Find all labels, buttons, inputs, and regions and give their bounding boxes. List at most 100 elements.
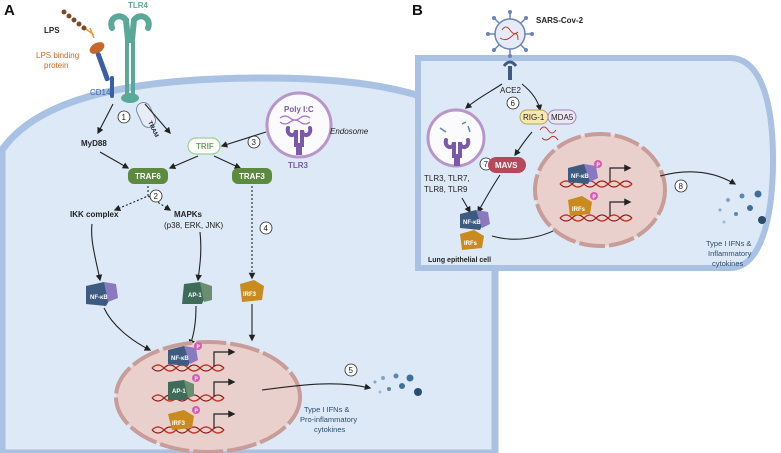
endosome-label: Endosome	[330, 127, 369, 136]
nfkb-cyto-label: NF-κB	[90, 295, 108, 301]
output-a-line-2: Pro-inflammatory	[300, 415, 357, 424]
step-4-label: 4	[264, 224, 269, 233]
phospho-icon	[192, 406, 200, 414]
ikk-complex-label: IKK complex	[70, 210, 119, 219]
output-b-line-2: Inflammatory	[708, 249, 752, 258]
phospho-icon	[594, 160, 602, 168]
step-1-label: 1	[122, 113, 127, 122]
cytokine-dots-a	[373, 373, 422, 396]
step-8-label: 8	[679, 182, 684, 191]
myd88-label: MyD88	[81, 139, 107, 148]
nfkb-nuc-b: NF-κB P	[568, 160, 602, 184]
transcription-arrows-a	[213, 348, 236, 428]
phospho-icon	[194, 342, 202, 350]
lps-label: LPS	[44, 26, 60, 35]
arrow-myd88-to-traf6	[99, 151, 130, 169]
mda5-label: MDA5	[551, 113, 574, 122]
mda5-box	[547, 109, 577, 125]
output-a-line-1: Type I IFNs &	[304, 405, 349, 414]
irf3-nuc-label: IRF3	[172, 421, 186, 427]
nfkb-nucleus: NF-κB P	[168, 342, 202, 366]
step-6-label: 6	[511, 99, 516, 108]
irf3-nucleus: IRF3 P	[168, 406, 200, 430]
arrow-tlr3-to-trif	[220, 131, 267, 148]
step-3-label: 3	[252, 138, 257, 147]
arrow-trif-to-traf6	[168, 155, 199, 169]
step-1-badge	[117, 110, 131, 124]
step-5-label: 5	[349, 366, 354, 375]
cell-label: Lung epithelial cell	[428, 257, 491, 264]
trif-box	[187, 137, 221, 155]
nfkb-nuc-b-label: NF-κB	[571, 174, 589, 180]
tlr3-receptor-icon	[285, 126, 313, 155]
irfs-cyto-b-label: IRFs	[464, 241, 478, 247]
arrow-nfkb-to-nucleus	[103, 307, 152, 351]
tlr3-label: TLR3	[288, 161, 309, 170]
phospho-label-3: P	[195, 409, 199, 415]
nucleus-b	[533, 132, 667, 248]
traf6-box	[128, 168, 168, 184]
traf3-box	[232, 168, 272, 184]
arrow-rig1-to-mavs	[514, 131, 533, 157]
tlrs-label-1: TLR3, TLR7,	[424, 174, 470, 183]
lps-binding-protein-label-2: protein	[44, 61, 68, 70]
lps-binding-protein-icon	[89, 42, 105, 54]
cd14-label: CD14	[90, 88, 111, 97]
nfkb-nuc-label: NF-κB	[171, 356, 189, 362]
ap1-nuc-label: AP-1	[172, 389, 186, 395]
traf6-label: TRAF6	[135, 172, 161, 181]
nfkb-cyto-b-label: NF-κB	[463, 220, 481, 226]
phospho-icon	[590, 192, 598, 200]
step-8-badge	[674, 179, 688, 193]
step-6-badge	[506, 96, 520, 110]
panel-a: A LPS LPS binding protein CD14	[0, 1, 499, 453]
arrow-ace2-to-endosome	[464, 83, 503, 109]
phospho-label-b2: P	[593, 195, 597, 201]
tlr-receptor-icon	[443, 138, 471, 166]
irfs-cyto-b: IRFs	[460, 230, 484, 250]
irf3-cytoplasm: IRF3	[240, 280, 264, 302]
traf3-label: TRAF3	[239, 172, 265, 181]
nucleus-a	[114, 340, 302, 453]
arrow-trif-to-traf3	[213, 155, 242, 169]
panel-b-label: B	[412, 2, 423, 19]
output-a-line-3: cytokines	[314, 425, 346, 434]
endosome	[265, 91, 333, 159]
ace2-label: ACE2	[500, 86, 521, 95]
mavs-label: MAVS	[495, 161, 518, 170]
step-4-badge	[259, 221, 273, 235]
viral-rna-icon	[539, 126, 559, 141]
arrow-tlr4-to-trif	[144, 103, 171, 134]
arrow-tlr4-to-myd88	[97, 103, 114, 135]
virus-label: SARS-Cov-2	[536, 16, 584, 25]
lps-binding-protein-label-1: LPS binding	[36, 51, 79, 60]
nfkb-cyto-b: NF-κB	[460, 210, 490, 230]
cytokine-dots-b	[718, 190, 766, 224]
step-2-label: 2	[154, 192, 159, 201]
dna-strands-a	[151, 364, 225, 434]
arrow-nucleus-to-output-a	[261, 383, 372, 391]
irfs-nuc-b-label: IRFs	[572, 207, 586, 213]
ap1-cytoplasm: AP-1	[182, 282, 212, 304]
ace2-receptor-icon	[502, 60, 518, 80]
tlr4-label: TLR4	[128, 1, 149, 10]
dna-strands-b	[559, 180, 633, 222]
arrow-mavs-to-nfkb	[477, 174, 501, 214]
arrow-ikk-to-nfkb	[91, 223, 103, 282]
step-2-badge	[149, 189, 163, 203]
arrow-mapks-to-ap1	[195, 231, 202, 282]
tlrs-label-2: TLR8, TLR9	[424, 185, 468, 194]
mavs-box	[488, 157, 526, 173]
tlr4-receptor-icon	[108, 13, 152, 103]
panel-b: B SARS-Cov-2 ACE2	[412, 2, 777, 271]
ap1-cyto-label: AP-1	[188, 293, 202, 299]
step-5-badge	[344, 363, 358, 377]
output-b-line-1: Type I IFNs &	[706, 239, 751, 248]
lps-molecule-icon	[61, 9, 95, 39]
irf3-cyto-label: IRF3	[243, 292, 257, 298]
output-b-line-3: cytokines	[712, 259, 744, 268]
arrow-nucleus-to-output-b	[659, 171, 737, 185]
rig1-label: RIG-1	[523, 113, 545, 122]
